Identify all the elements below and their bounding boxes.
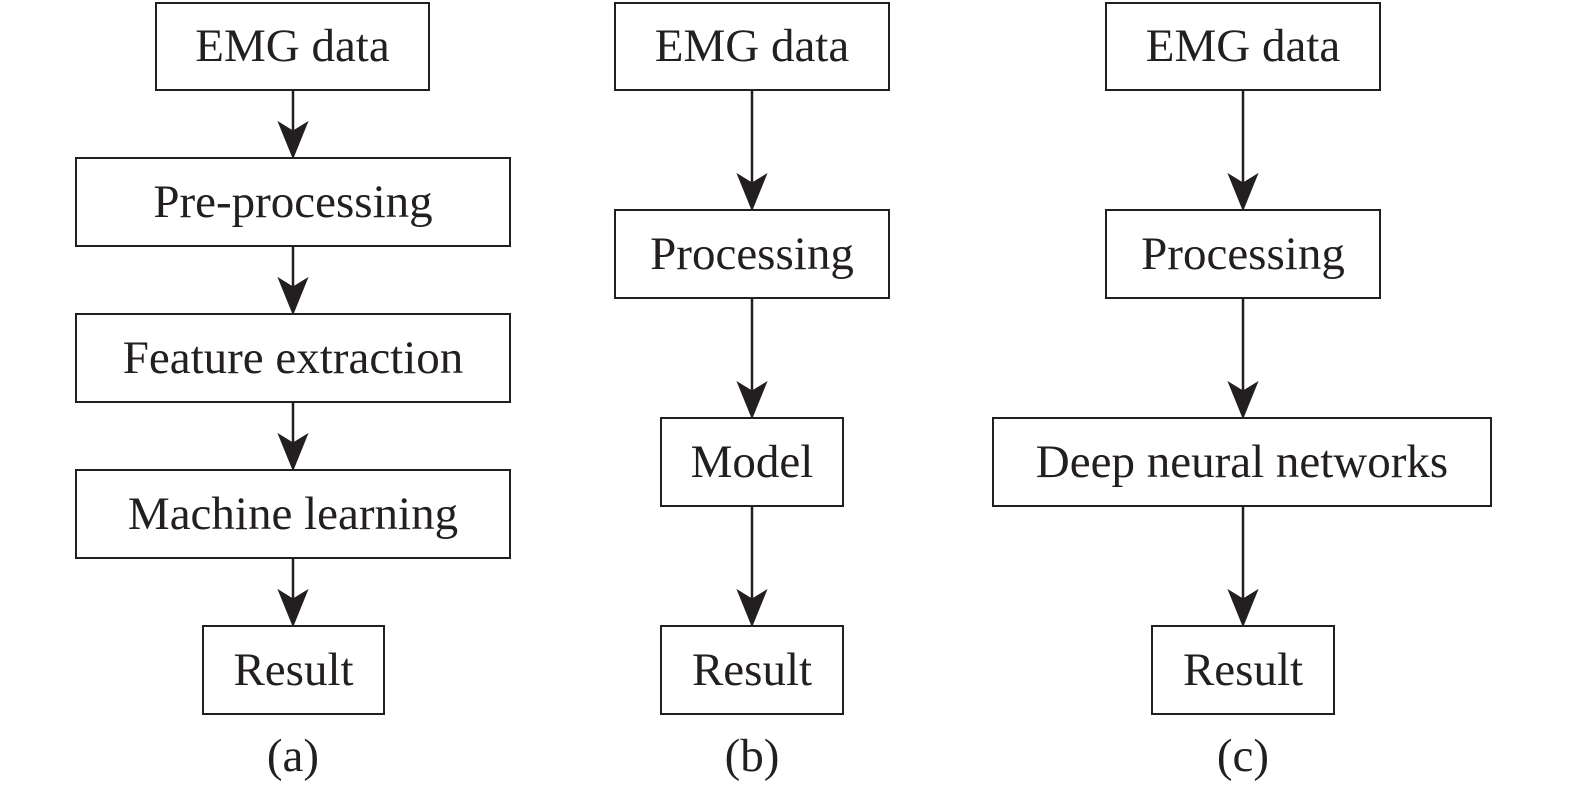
panel-c-step-label: Processing <box>1141 227 1345 280</box>
arrowhead-a-2 <box>277 276 309 316</box>
panel-b-step-label: Model <box>690 435 814 488</box>
panel-a-step-label: EMG data <box>195 20 390 72</box>
arrowhead-b-2 <box>736 380 768 420</box>
panel-c-step-label: EMG data <box>1145 20 1341 72</box>
panel-a-step-emg-data: EMG data <box>155 2 430 91</box>
panel-a-step-label: Pre-processing <box>153 175 433 228</box>
panel-b-step-label: Result <box>691 643 813 696</box>
panel-a-arrows <box>277 90 309 628</box>
panel-c-step-label: Deep neural networks <box>1035 435 1449 488</box>
arrowhead-a-4 <box>277 588 309 628</box>
panel-b-step-processing: Processing <box>614 209 890 299</box>
panel-a-step-label: Feature extraction <box>122 331 464 384</box>
panel-a-step-label: Result <box>233 643 354 696</box>
panel-b-step-label: EMG data <box>654 20 850 72</box>
panel-b-caption: (b) <box>724 730 780 782</box>
panel-b-step-model: Model <box>660 417 844 507</box>
arrowhead-c-3 <box>1227 588 1259 628</box>
panel-a-step-label: Machine learning <box>127 487 459 540</box>
panel-c-arrows <box>1227 90 1259 628</box>
panel-a-step-machine-learning: Machine learning <box>75 469 511 559</box>
arrowhead-c-2 <box>1227 380 1259 420</box>
arrowhead-c-1 <box>1227 172 1259 212</box>
panel-c-step-processing: Processing <box>1105 209 1381 299</box>
panel-b-step-emg-data: EMG data <box>614 2 890 91</box>
arrowhead-a-1 <box>277 120 309 160</box>
arrowhead-b-3 <box>736 588 768 628</box>
panel-c-step-label: Result <box>1182 643 1304 696</box>
panel-c-step-deep-neural-networks: Deep neural networks <box>992 417 1492 507</box>
panel-a-step-result: Result <box>202 625 385 715</box>
panel-a-caption: (a) <box>266 730 320 782</box>
arrowhead-a-3 <box>277 432 309 472</box>
panel-a-step-feature-extraction: Feature extraction <box>75 313 511 403</box>
panel-a-step-pre-processing: Pre-processing <box>75 157 511 247</box>
panel-c-step-emg-data: EMG data <box>1105 2 1381 91</box>
panel-c-caption: (c) <box>1216 730 1270 782</box>
arrowhead-b-1 <box>736 172 768 212</box>
panel-b-arrows <box>736 90 768 628</box>
panel-b-step-label: Processing <box>650 227 854 280</box>
panel-c-step-result: Result <box>1151 625 1335 715</box>
panel-b-step-result: Result <box>660 625 844 715</box>
